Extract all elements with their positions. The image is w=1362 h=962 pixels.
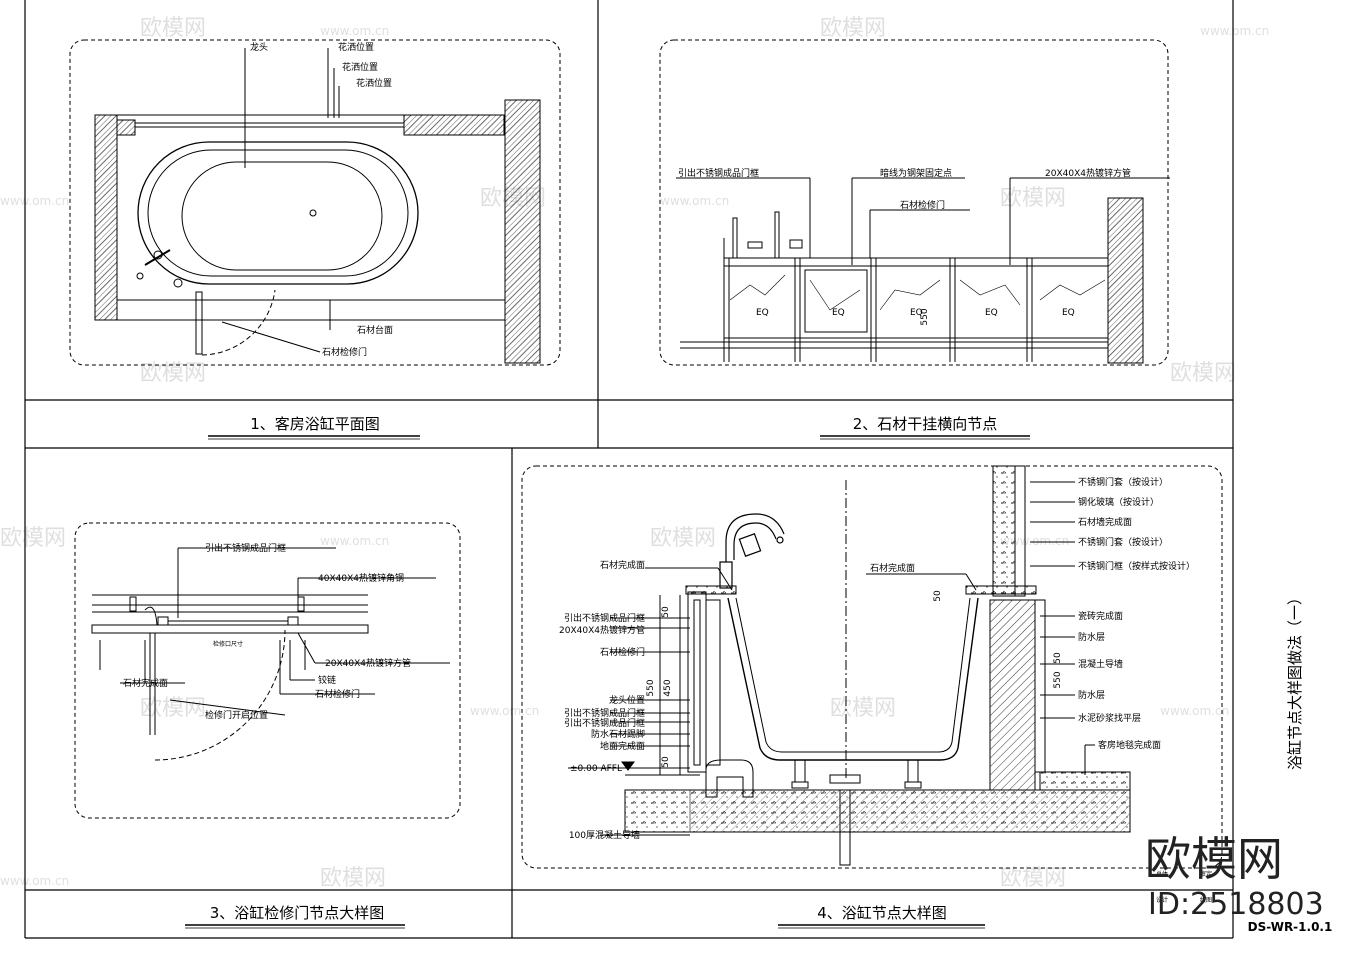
watermark-layer: 欧模网 欧模网 欧模网 欧模网 欧模网 欧模网 欧模网 欧模网 欧模网 欧模网 … (0, 16, 1269, 891)
label-elev: 石材检修门 (900, 199, 945, 211)
label-detail-left: 引出不锈钢成品门框 (564, 707, 645, 719)
label-plan: 花洒位置 (342, 61, 378, 73)
eq-mark: EQ (832, 308, 845, 318)
label-detail-left: 引出不锈钢成品门框 (564, 612, 645, 624)
label-detail-right: 客房地毯完成面 (1098, 739, 1161, 751)
label-plan: 石材检修门 (322, 346, 367, 358)
label-door: 检修门开启位置 (205, 709, 268, 721)
label-elev: 暗线为钢架固定点 (880, 167, 952, 179)
watermark-brand: 欧模网 (830, 696, 896, 721)
watermark-logo: 欧模网 (1145, 832, 1283, 886)
dim: 50 (661, 756, 671, 768)
label-detail-right: 不锈钢门套（按设计） (1078, 476, 1168, 488)
watermark-url: www.om.cn (0, 874, 69, 888)
label-detail-right: 水泥砂浆找平层 (1078, 712, 1141, 724)
panel-2-caption: 2、石材干挂横向节点 (853, 415, 998, 433)
stamp-text: 绘图 (1200, 896, 1212, 904)
watermark-url: www.om.cn (0, 194, 69, 208)
label-detail-right: 不锈钢门套（按设计） (1078, 536, 1168, 548)
label-door: 铰链 (318, 674, 336, 686)
panel-4-bathtub-section: 50 550 450 50 50 50 550 ±0.00 AFFL 石材完成面… (521, 465, 1223, 929)
label-detail-right: 不锈钢门框（按样式按设计） (1078, 560, 1195, 572)
label-detail-left: 20X40X4热镀锌方管 (559, 624, 645, 636)
label-plan: 花洒位置 (338, 41, 374, 53)
watermark-url: www.om.cn (320, 24, 389, 38)
watermark-brand: 欧模网 (0, 526, 66, 551)
label-detail-right: 石材墙完成面 (1078, 516, 1132, 528)
stamp-text: 审定 (1200, 870, 1212, 878)
watermark-brand: 欧模网 (650, 526, 716, 551)
label-plan: 龙头 (250, 41, 268, 53)
label-detail-right: 混凝土导墙 (1078, 658, 1123, 670)
watermark-url: www.om.cn (1200, 24, 1269, 38)
dim-label: 检修口尺寸 (213, 640, 243, 648)
watermark-url: www.om.cn (320, 534, 389, 548)
label-detail-right: 防水层 (1078, 689, 1105, 701)
watermark-url: www.om.cn (660, 194, 729, 208)
panel-1-bathtub-plan: 龙头 花洒位置 花洒位置 花洒位置 石材台面 石材检修门 1、客房浴缸平面图 (69, 39, 561, 440)
watermark-url: www.om.cn (1000, 534, 1069, 548)
label-detail-left: 100厚混凝土导墙 (569, 829, 640, 841)
label-detail-right: 瓷砖完成面 (1078, 610, 1123, 622)
eq-mark: EQ (985, 308, 998, 318)
label-detail-left: 地面完成面 (600, 740, 645, 752)
panel-3-caption: 3、浴缸检修门节点大样图 (210, 904, 385, 922)
drawing-title-vertical: 浴缸节点大样图做法（一） (1286, 590, 1304, 770)
label-detail-left: 龙头位置 (609, 694, 645, 706)
eq-mark: EQ (910, 308, 923, 318)
label-plan: 石材台面 (357, 324, 393, 336)
dim: 450 (663, 679, 673, 696)
dim: 50 (661, 606, 671, 618)
watermark-brand: 欧模网 (140, 16, 206, 41)
label-door: 引出不锈钢成品门框 (205, 542, 286, 554)
watermark-brand: 欧模网 (820, 16, 886, 41)
label-detail-right: 防水层 (1078, 631, 1105, 643)
stamp-text: 总体 (1156, 870, 1168, 878)
panel-1-caption: 1、客房浴缸平面图 (250, 415, 380, 433)
watermark-brand: 欧模网 (1000, 866, 1066, 891)
label-detail-left: 石材检修门 (600, 646, 645, 658)
watermark-brand: 欧模网 (1000, 186, 1066, 211)
watermark-id: ID:2518803 (1148, 887, 1324, 922)
level-mark: ±0.00 AFFL (570, 764, 622, 774)
dim: 50 (933, 590, 943, 602)
panel-4-caption: 4、浴缸节点大样图 (817, 904, 947, 922)
label-detail-left: 防水石材踢脚 (591, 728, 645, 740)
dim: 50 (1053, 652, 1063, 664)
dim: 550 (646, 679, 656, 696)
panel-3-access-door: 检修口尺寸 引出不锈钢成品门框 40X40X4热镀锌角钢 20X40X4热镀锌方… (74, 522, 461, 929)
label-detail-left: 石材完成面 (600, 559, 645, 571)
watermark-url: www.om.cn (1160, 704, 1229, 718)
sheet-code: DS-WR-1.0.1 (1248, 920, 1333, 934)
watermark-brand: 欧模网 (1170, 361, 1236, 386)
dim: 550 (1053, 671, 1063, 688)
label-detail-left: 引出不锈钢成品门框 (564, 717, 645, 729)
label-door: 20X40X4热镀锌方管 (325, 657, 411, 669)
dim-550: 550 (920, 308, 930, 325)
eq-mark: EQ (756, 308, 769, 318)
watermark-brand: 欧模网 (320, 866, 386, 891)
label-detail-right: 钢化玻璃（按设计） (1078, 496, 1159, 508)
label-door: 石材完成面 (123, 677, 168, 689)
label-elev: 引出不锈钢成品门框 (678, 167, 759, 179)
watermark-url: www.om.cn (470, 704, 539, 718)
label-door: 石材检修门 (315, 688, 360, 700)
label-detail-right: 石材完成面 (870, 562, 915, 574)
sheet-frame (24, 0, 1234, 939)
label-plan: 花洒位置 (356, 77, 392, 89)
stamp-text: 设计 (1156, 896, 1168, 904)
eq-mark: EQ (1062, 308, 1075, 318)
label-elev: 20X40X4热镀锌方管 (1045, 167, 1131, 179)
label-door: 40X40X4热镀锌角钢 (318, 572, 404, 584)
panel-2-stone-elevation: 550 EQ EQ EQ EQ EQ 引出不锈钢成品门框 暗线为钢架固定点 20… (659, 39, 1170, 440)
